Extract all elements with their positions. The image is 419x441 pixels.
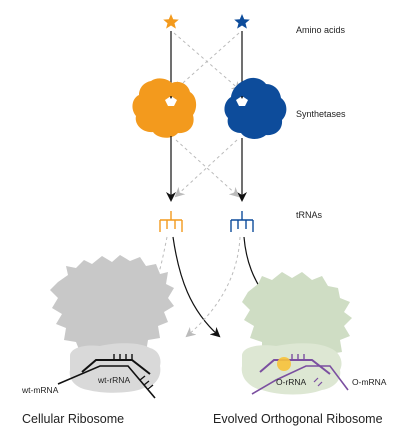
incorporated-amino-acid-highlight (277, 357, 291, 371)
cellular-ribosome-large-subunit (50, 255, 174, 358)
orthogonal-ribosome (241, 272, 352, 395)
orthogonal-ribosome-large-subunit (242, 272, 352, 368)
label-synthetases: Synthetases (296, 109, 346, 119)
wt-mrna-ticks (139, 375, 154, 390)
synthetase-blue-blob-icon (224, 77, 287, 139)
synthetase-orange-blob-icon (132, 78, 197, 138)
label-o-rrna: O-rRNA (276, 377, 307, 387)
trna-blue-icon (230, 211, 254, 232)
dashed-arrow-blue-synthetase-to-orange-trna (174, 139, 238, 198)
label-amino-acids: Amino acids (296, 25, 346, 35)
wt-rrna-ticks (113, 354, 133, 360)
dashed-arrow-blue-amino-to-orange-synthetase (173, 32, 240, 92)
arrow-orange-trna-to-orthogonal-ribosome (172, 236, 221, 338)
label-trnas: tRNAs (296, 210, 323, 220)
amino-acid-orange-star-icon (163, 14, 179, 29)
orthogonal-ribosome-small-subunit (241, 343, 342, 395)
label-o-mrna: O-mRNA (352, 377, 387, 387)
o-mrna-ticks (313, 377, 323, 387)
label-wt-mrna: wt-mRNA (21, 385, 59, 395)
amino-acid-blue-star-icon (234, 14, 250, 29)
caption-cellular-ribosome: Cellular Ribosome (22, 412, 124, 426)
caption-orthogonal-ribosome: Evolved Orthogonal Ribosome (213, 412, 383, 426)
o-rrna-strand (259, 359, 331, 375)
o-rrna-ticks (291, 354, 305, 360)
dashed-arrow-orange-synthetase-to-blue-trna (175, 139, 240, 198)
o-mrna-strand (251, 365, 349, 395)
wt-mrna-strand (57, 365, 156, 399)
label-wt-rrna: wt-rRNA (97, 375, 130, 385)
dashed-arrow-blue-trna-to-cellular-ribosome (185, 236, 241, 338)
trna-orange-icon (159, 211, 183, 232)
cellular-ribosome-small-subunit (69, 343, 161, 393)
cellular-ribosome (50, 255, 174, 399)
